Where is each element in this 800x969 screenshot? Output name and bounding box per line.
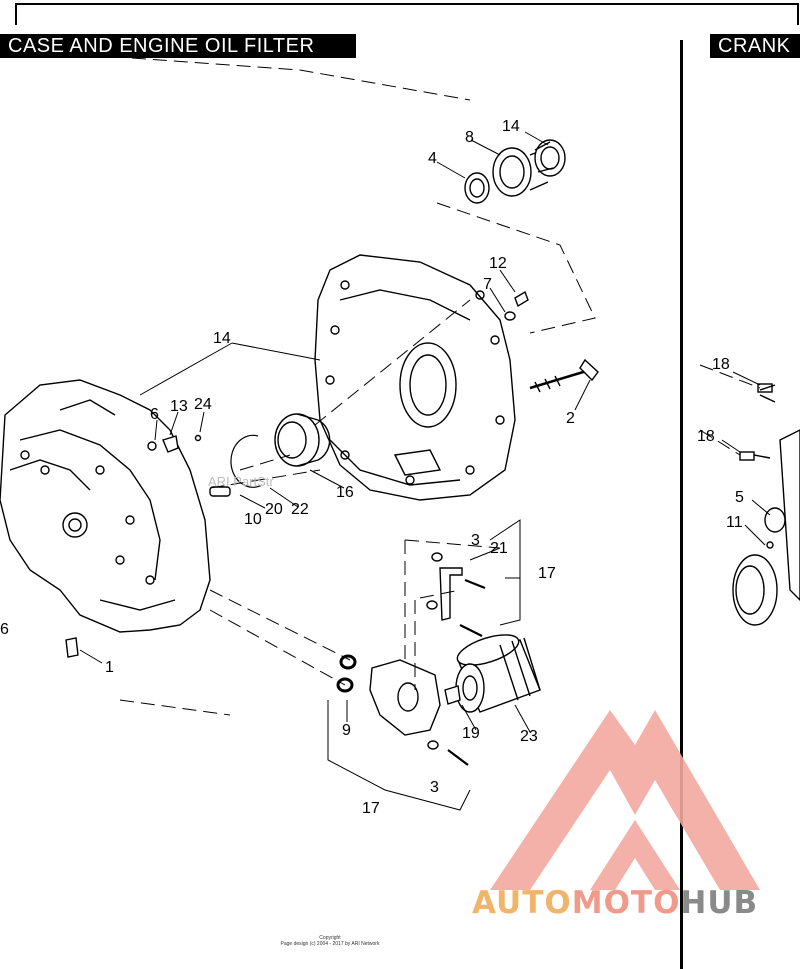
callout-11: 11	[726, 514, 743, 531]
callout-12: 12	[489, 255, 507, 272]
crankcase-right-part[interactable]	[314, 254, 516, 501]
callout-15: 14	[213, 330, 231, 347]
callout-14: 14	[502, 118, 520, 135]
crankcase-left-part[interactable]	[0, 379, 211, 633]
callout-23: 23	[520, 728, 538, 745]
automotohub-wordmark: AUTOMOTOHUB	[472, 885, 758, 921]
callout-2: 2	[566, 410, 575, 427]
section-title-left: CASE AND ENGINE OIL FILTER	[0, 34, 356, 58]
callout-6: 6	[0, 621, 9, 638]
callout-3: 3	[430, 779, 439, 796]
callout-22: 22	[291, 501, 309, 518]
callout-5: 5	[735, 489, 744, 506]
callout-7: 7	[483, 276, 492, 293]
bearing-9-part[interactable]	[492, 147, 532, 197]
callout-18: 18	[712, 356, 730, 373]
callout-10: 10	[244, 511, 262, 528]
bearing-part[interactable]	[274, 413, 320, 467]
footer: Copyright Page design (c) 2004 - 2017 by…	[210, 935, 450, 947]
wordmark-hub: HUB	[680, 885, 759, 921]
callout-24: 24	[194, 396, 212, 413]
callout-9: 8	[465, 129, 474, 146]
wordmark-moto: MOTO	[571, 885, 681, 921]
callout-18: 18	[697, 428, 715, 445]
callout-labels: 14 14 8 4 12 7 2 6 13 24 16 10 20 22 3 2…	[0, 118, 744, 817]
callout-21: 21	[490, 540, 508, 557]
callout-20: 20	[265, 501, 283, 518]
callout-13: 13	[170, 398, 188, 415]
panel-divider	[680, 40, 683, 969]
callout-6: 6	[150, 406, 159, 423]
callout-8: 9	[342, 722, 351, 739]
callout-17: 17	[538, 565, 556, 582]
callout-19: 19	[462, 725, 480, 742]
callout-4: 4	[428, 150, 437, 167]
page-frame	[15, 3, 799, 25]
oil-filter-adapter-part[interactable]	[369, 659, 441, 736]
callout-17: 17	[362, 800, 380, 817]
callout-16: 16	[336, 484, 354, 501]
ghost-watermark-text: ARI PartStr	[208, 474, 274, 489]
footer-page-design: Page design (c) 2004 - 2017 by ARI Netwo…	[280, 941, 380, 947]
callout-1: 1	[105, 659, 114, 676]
footer-copyright: Copyright	[319, 935, 341, 941]
section-title-right: CRANK	[710, 34, 800, 58]
automotohub-logo-icon	[490, 710, 760, 890]
wordmark-auto: AUTO	[472, 885, 572, 921]
callout-3: 3	[471, 532, 480, 549]
